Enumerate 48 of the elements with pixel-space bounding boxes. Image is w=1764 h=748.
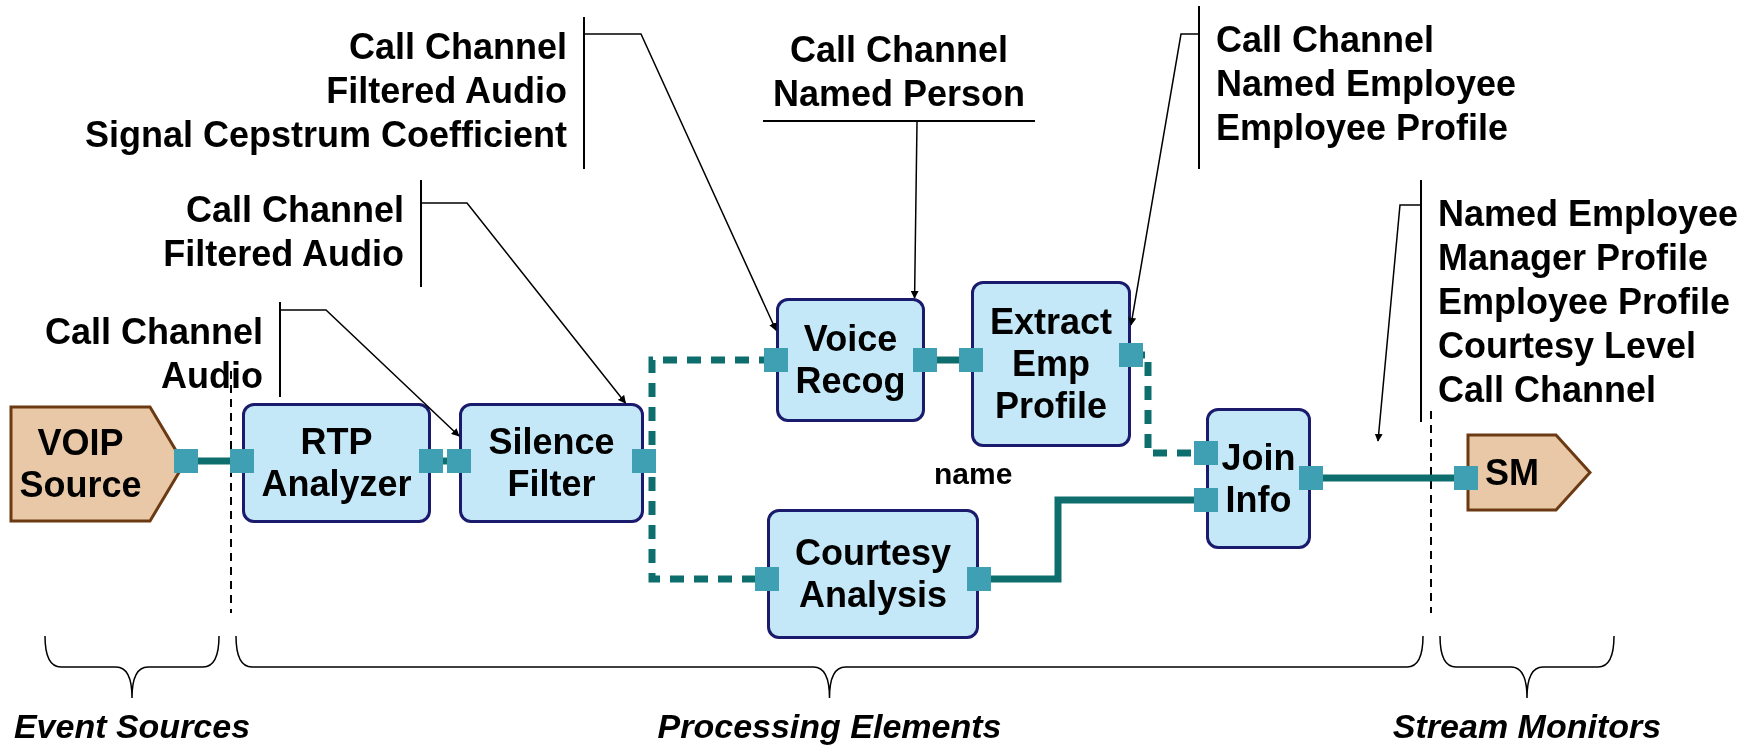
process-box <box>1206 408 1311 549</box>
annotation-text: Audio <box>161 354 263 398</box>
box-label: Voice Recog <box>794 318 907 402</box>
shape-label: SM <box>1485 451 1539 494</box>
annotation-text: Call Channel <box>1216 18 1435 62</box>
annotation-text: Call Channel <box>1438 368 1657 412</box>
box-label: Courtesy Analysis <box>793 532 952 616</box>
leader-line <box>1374 204 1421 442</box>
leader-line <box>910 121 919 299</box>
process-box <box>242 403 431 523</box>
annotation-text: Call Channel <box>348 25 567 69</box>
section-label: Stream Monitors <box>1392 706 1662 746</box>
leader-line <box>280 309 460 437</box>
annotation-text: Courtesy Level <box>1438 324 1697 368</box>
annotation-text: Named Employee <box>1438 192 1739 236</box>
connector <box>174 449 254 473</box>
annotation-text: Filtered Audio <box>326 69 567 113</box>
connector <box>419 449 471 473</box>
stream-label: name <box>934 456 1013 492</box>
annotation-text: Call Channel <box>44 310 263 354</box>
annotation-text: Named Person <box>772 72 1026 116</box>
box-label: Silence Filter <box>487 421 616 505</box>
process-box <box>776 298 925 422</box>
annotation-text: Signal Cepstrum Coefficient <box>84 113 567 157</box>
connector <box>967 488 1218 591</box>
annotation-text: Employee Profile <box>1438 280 1731 324</box>
connector <box>1119 343 1218 465</box>
process-box <box>767 509 979 639</box>
connector <box>913 348 983 372</box>
box-label: Extract Emp Profile <box>988 301 1114 427</box>
annotation-text: Manager Profile <box>1438 236 1709 280</box>
annotation-text: Employee Profile <box>1216 106 1509 150</box>
leader-line <box>421 202 627 404</box>
pentagon-shape <box>1466 433 1592 512</box>
annotation-text: Filtered Audio <box>163 232 404 276</box>
box-label: Join Info <box>1220 436 1297 521</box>
shape-label: VOIP Source <box>18 422 143 506</box>
leader-line <box>1128 33 1199 326</box>
process-box <box>459 403 644 523</box>
connector <box>1299 466 1478 490</box>
leader-line <box>584 33 777 331</box>
annotation-text: Call Channel <box>185 188 404 232</box>
section-label: Processing Elements <box>657 706 1002 746</box>
section-label: Event Sources <box>13 706 251 746</box>
annotation-text: Call Channel <box>789 28 1008 72</box>
box-label: RTP Analyzer <box>260 421 413 505</box>
process-box <box>971 281 1131 447</box>
annotation-text: Named Employee <box>1216 62 1517 106</box>
